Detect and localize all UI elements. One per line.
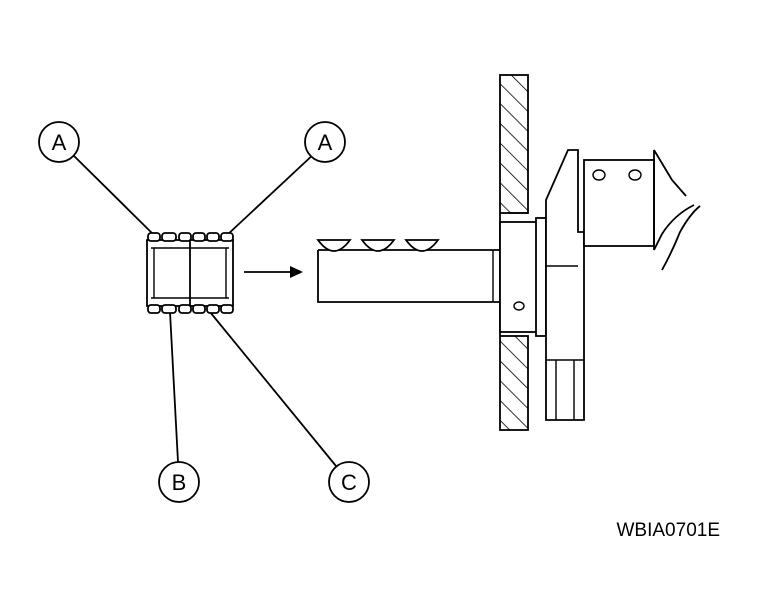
callout-a-right: A (304, 121, 346, 163)
callout-c-label: C (341, 470, 357, 495)
bearing-top-rollers (147, 232, 234, 242)
hub-boss (499, 212, 547, 337)
callout-b-label: B (172, 470, 187, 495)
install-direction-arrow (244, 266, 303, 278)
crank-web (545, 149, 585, 421)
figure-code: WBIA0701E (617, 520, 721, 541)
needle-bearing (146, 232, 234, 314)
callout-c: C (328, 461, 370, 503)
callout-a-left-label: A (52, 130, 67, 155)
shaft (316, 239, 500, 303)
leader-lines (69, 151, 337, 467)
callout-a-left: A (38, 121, 80, 163)
bearing-bottom-rollers (147, 304, 234, 314)
callout-b: B (158, 461, 200, 503)
crank-pin (583, 149, 701, 271)
callout-a-right-label: A (318, 130, 333, 155)
